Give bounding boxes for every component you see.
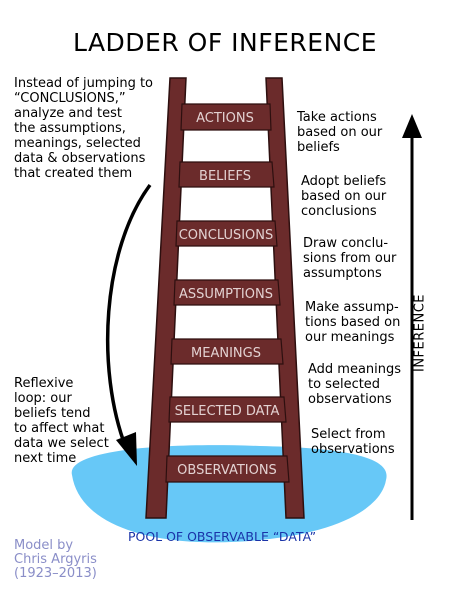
- rung-label-selected-data: SELECTED DATA: [175, 404, 280, 419]
- loop-note-line: next time: [14, 451, 77, 466]
- ladder-left-rail: [145, 77, 187, 519]
- note-line: assumptons: [303, 266, 382, 281]
- inference-arrowhead: [402, 114, 422, 138]
- rung-assumptions: [173, 279, 281, 306]
- note-actions: Take actions based on our beliefs: [297, 110, 427, 155]
- loop-note-line: loop: our: [14, 391, 72, 406]
- note-line: Add meanings: [308, 362, 402, 377]
- note-line: Draw conclu-: [303, 236, 389, 251]
- note-line: beliefs: [297, 140, 340, 155]
- rung-conclusions: [175, 220, 278, 247]
- analyze-note-line: analyze and test: [14, 106, 122, 121]
- credit-line: Model by: [14, 538, 74, 553]
- rung-label-meanings: MEANINGS: [191, 346, 261, 361]
- loop-note-line: to affect what: [14, 421, 105, 436]
- note-line: based on our: [297, 125, 383, 140]
- note-conclusions: Draw conclu- sions from our assumptons: [303, 236, 433, 281]
- analyze-note-line: that created them: [14, 166, 133, 181]
- pool-label: POOL OF OBSERVABLE “DATA”: [128, 529, 316, 544]
- reflexive-loop-note: Reflexive loop: our beliefs tend to affe…: [14, 376, 144, 466]
- rung-beliefs: [178, 161, 275, 188]
- rung-label-assumptions: ASSUMPTIONS: [179, 287, 273, 302]
- reflexive-loop-arrowhead: [116, 432, 137, 466]
- analyze-note: Instead of jumping to “CONCLUSIONS,” ana…: [14, 76, 174, 181]
- rung-label-beliefs: BELIEFS: [199, 169, 251, 184]
- rung-selected-data: [168, 396, 287, 423]
- rung-observations: [165, 455, 290, 483]
- note-line: conclusions: [301, 204, 377, 219]
- analyze-note-line: meanings, selected: [14, 136, 141, 151]
- page-title: LADDER OF INFERENCE: [72, 28, 378, 57]
- ladder-rungs: [165, 103, 290, 483]
- analyze-note-line: data & observations: [14, 151, 146, 166]
- reflexive-loop-arrow: [105, 183, 152, 449]
- rung-label-conclusions: CONCLUSIONS: [179, 228, 274, 243]
- note-line: sions from our: [303, 251, 397, 266]
- loop-note-line: beliefs tend: [14, 406, 91, 421]
- note-line: based on our: [301, 189, 387, 204]
- note-line: Select from: [311, 427, 386, 442]
- note-beliefs: Adopt beliefs based on our conclusions: [301, 174, 431, 219]
- ladder-right-rail: [265, 77, 305, 519]
- note-assumptions: Make assump- tions based on our meanings: [305, 300, 435, 345]
- note-line: Take actions: [297, 110, 377, 125]
- note-line: observations: [308, 392, 392, 407]
- analyze-note-line: Instead of jumping to: [14, 76, 154, 91]
- note-line: to selected: [308, 377, 381, 392]
- loop-note-line: Reflexive: [14, 376, 74, 391]
- rung-actions: [180, 103, 272, 131]
- rung-meanings: [170, 338, 284, 365]
- note-line: our meanings: [305, 330, 395, 345]
- note-meanings: Add meanings to selected observations: [308, 362, 438, 407]
- analyze-note-line: the assumptions,: [14, 121, 126, 136]
- note-line: Adopt beliefs: [301, 174, 387, 189]
- analyze-note-line: “CONCLUSIONS,”: [14, 91, 126, 106]
- credit-line: (1923–2013): [14, 566, 97, 581]
- rung-label-actions: ACTIONS: [196, 111, 254, 126]
- loop-note-line: data we select: [14, 436, 109, 451]
- note-line: tions based on: [305, 315, 401, 330]
- credit-line: Chris Argyris: [14, 552, 97, 567]
- note-selected-data: Select from observations: [311, 427, 441, 457]
- note-line: Make assump-: [305, 300, 399, 315]
- credit: Model by Chris Argyris (1923–2013): [14, 539, 97, 581]
- rung-label-observations: OBSERVATIONS: [177, 463, 277, 478]
- note-line: observations: [311, 442, 395, 457]
